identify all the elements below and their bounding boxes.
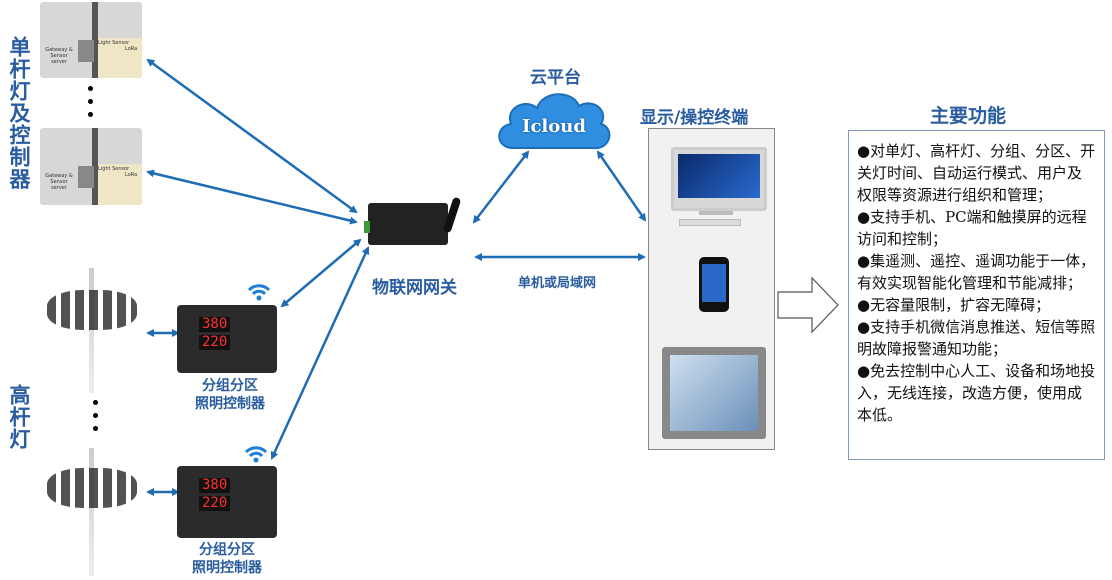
iot-gateway-device	[364, 203, 448, 245]
sensor-box	[78, 166, 94, 188]
function-item: ●集遥测、遥控、遥调功能于一体，有效实现智能化管理和节能减排；	[857, 252, 1096, 292]
smartphone-icon	[699, 257, 729, 312]
terminal-panel	[648, 128, 775, 450]
gateway-label: 物联网网关	[372, 278, 457, 298]
gateway-connector	[364, 221, 370, 233]
dot	[88, 99, 93, 104]
light-sensor-caption: Light Sensor	[98, 40, 130, 46]
functions-box: ●对单灯、高杆灯、分组、分区、开关灯时间、自动运行模式、用户及权限等资源进行组织…	[848, 130, 1105, 460]
phone-screen	[702, 264, 726, 302]
arrow-gateway-cloud	[472, 150, 530, 224]
dot	[93, 413, 98, 418]
arrow-cloud-terminal	[596, 150, 647, 222]
high-pole-lamp-image	[42, 268, 142, 393]
function-item: ●支持手机、PC端和触摸屏的远程访问和控制；	[857, 208, 1087, 248]
high-pole-lamp-image	[42, 448, 142, 576]
arrow-gateway-controller-2	[270, 246, 370, 460]
arrow-gateway-controller-1	[280, 238, 362, 308]
pole	[92, 128, 98, 205]
ellipsis-dots	[93, 400, 98, 439]
lamp-cluster	[47, 290, 137, 330]
touch-screen-display	[670, 355, 758, 431]
controller-label-line2: 照明控制器	[195, 396, 265, 412]
cloud-title: 云平台	[530, 68, 581, 88]
hollow-arrow	[777, 276, 839, 334]
monitor-stand	[699, 211, 733, 215]
lamp-cluster	[47, 468, 137, 508]
controller-label: 分组分区 照明控制器	[180, 377, 280, 413]
lora-caption: LoRa	[125, 46, 138, 52]
function-item: ●免去控制中心人工、设备和场地投入，无线连接，改造方便，使用成本低。	[857, 362, 1096, 424]
pole	[92, 2, 98, 78]
controller-display-upper: 380	[199, 478, 231, 493]
pole	[89, 448, 94, 576]
controller-display-lower: 220	[199, 335, 231, 350]
controller-display-lower: 220	[199, 496, 231, 511]
wifi-icon	[246, 282, 272, 306]
gateway-caption: Gateway & Sensor server	[45, 47, 73, 65]
dot	[93, 426, 98, 431]
wifi-icon	[243, 444, 269, 468]
touch-screen-icon	[662, 347, 766, 439]
controller-label-line1: 分组分区	[199, 542, 255, 558]
controller-label: 分组分区 照明控制器	[177, 541, 277, 577]
function-item: ●对单灯、高杆灯、分组、分区、开关灯时间、自动运行模式、用户及权限等资源进行组织…	[857, 142, 1096, 204]
sensor-box	[78, 40, 94, 62]
controller-display-upper: 380	[199, 317, 231, 332]
controller-label-line2: 照明控制器	[192, 560, 262, 576]
keyboard-icon	[679, 219, 741, 226]
network-label: 单机或局域网	[518, 276, 597, 291]
dot	[88, 86, 93, 91]
dot	[88, 112, 93, 117]
lora-caption: LoRa	[125, 172, 138, 178]
lighting-controller-device: 380 220	[177, 305, 277, 373]
monitor-screen	[678, 154, 760, 198]
cloud-icon	[498, 93, 611, 150]
light-beam	[98, 164, 142, 205]
pole	[89, 268, 94, 393]
arrow-gateway-streetlight-2	[146, 169, 358, 225]
light-beam	[98, 38, 142, 78]
controller-label-line1: 分组分区	[202, 378, 258, 394]
desktop-computer-icon	[671, 147, 767, 211]
function-item: ●支持手机微信消息推送、短信等照明故障报警通知功能；	[857, 318, 1096, 358]
dot	[93, 400, 98, 405]
arrow-gateway-streetlight-1	[146, 58, 358, 214]
functions-title: 主要功能	[930, 105, 1007, 127]
high-pole-label: 高杆灯	[7, 384, 31, 450]
light-sensor-caption: Light Sensor	[98, 166, 130, 172]
terminal-title: 显示/操控终端	[640, 108, 749, 128]
single-pole-label: 单杆灯及控制器	[7, 36, 31, 190]
function-item: ●无容量限制，扩容无障碍；	[857, 296, 1051, 314]
lighting-controller-device: 380 220	[177, 466, 277, 538]
ellipsis-dots	[88, 86, 93, 125]
gateway-caption: Gateway & Sensor server	[45, 173, 73, 191]
streetlight-image: Gateway & Sensor server Light Sensor LoR…	[40, 128, 142, 205]
streetlight-image: Gateway & Sensor server Light Sensor LoR…	[40, 2, 142, 78]
cloud-text: Icloud	[522, 116, 586, 137]
